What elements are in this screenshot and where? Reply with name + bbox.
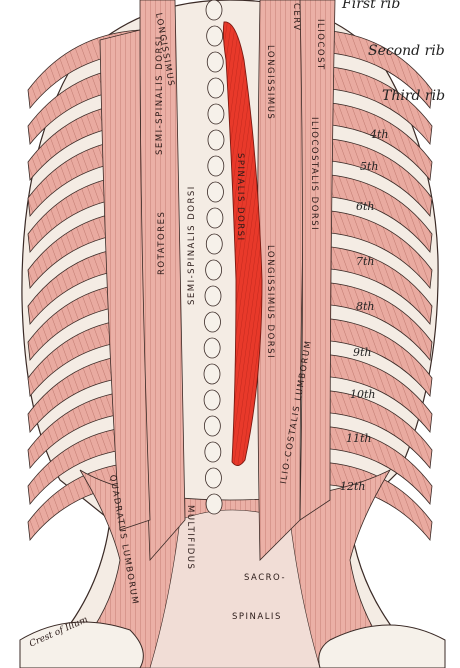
rotatores-label: ROTATORES xyxy=(157,210,167,275)
right-rib-band xyxy=(319,389,433,469)
right-rib-band xyxy=(319,101,433,181)
vertebra xyxy=(207,103,225,125)
second-rib-label: Second rib xyxy=(368,43,445,59)
right-rib-band xyxy=(319,137,433,217)
right-rib-band xyxy=(319,29,433,109)
cervicis-label: CERV xyxy=(291,3,301,32)
iliocostalis-dorsi-label: ILIOCOSTALIS DORSI xyxy=(309,117,319,232)
semispinalis-dorsi-lower-label: SEMI-SPINALIS DORSI xyxy=(187,185,197,305)
right-iliac-crest xyxy=(318,624,446,668)
vertebra xyxy=(207,181,224,203)
vertebra xyxy=(206,51,224,73)
left-rib-band xyxy=(27,389,141,469)
right-rib-band xyxy=(319,425,433,505)
rib-6-label: 6th xyxy=(356,200,375,213)
vertebra xyxy=(206,207,224,229)
vertebra xyxy=(203,389,221,411)
right-rib-band xyxy=(319,209,433,289)
vertebra xyxy=(203,337,221,359)
sacrospinalis-label-2: SPINALIS xyxy=(232,612,282,622)
vertebra xyxy=(207,155,225,177)
right-intercostal-muscles xyxy=(319,29,433,541)
rib-12-label: 12th xyxy=(340,480,366,493)
right-rib-band xyxy=(319,65,433,145)
third-rib-label: Third rib xyxy=(382,88,446,104)
semispinalis-dorsi-label: SEMI-SPINALIS DORSI xyxy=(155,35,165,155)
spinalis-dorsi-label: SPINALIS DORSI xyxy=(235,153,245,242)
vertebra xyxy=(207,129,225,151)
sacrospinalis-label-1: SACRO- xyxy=(244,573,287,583)
vertebra xyxy=(203,415,221,437)
sacral-aponeurosis xyxy=(149,509,321,668)
right-rib-band xyxy=(319,281,433,361)
vertebra xyxy=(203,363,221,385)
longissimus-dorsi-label: LONGISSIMUS DORSI xyxy=(265,245,275,360)
right-rib-band xyxy=(319,353,433,433)
vertebra xyxy=(204,285,222,307)
right-rib-band xyxy=(319,173,433,253)
rib-4-label: 4th xyxy=(370,128,389,141)
vertebra xyxy=(204,441,222,463)
vertebra xyxy=(206,25,224,47)
left-iliac-crest xyxy=(19,621,144,668)
left-iliocostalis-band xyxy=(99,29,151,531)
vertebra xyxy=(205,0,223,21)
first-rib-label: First rib xyxy=(342,0,401,12)
multifidus-label: MULTIFIDUS xyxy=(185,505,195,571)
rib-7-label: 7th xyxy=(356,255,375,268)
vertebra xyxy=(204,311,221,333)
rib-8-label: 8th xyxy=(356,300,375,313)
rib-9-label: 9th xyxy=(353,346,372,359)
spinalis-dorsi-highlight xyxy=(222,21,263,466)
vertebra xyxy=(205,259,223,281)
left-rib-band xyxy=(27,425,141,505)
vertebra xyxy=(205,493,223,515)
vertebral-column xyxy=(203,0,225,515)
rib-5-label: 5th xyxy=(360,160,379,173)
right-iliocostalis-band xyxy=(299,0,336,521)
rib-10-label: 10th xyxy=(350,388,376,401)
rib-11-label: 11th xyxy=(346,432,372,445)
right-rib-band xyxy=(319,317,433,397)
right-rib-band xyxy=(319,245,433,325)
vertebra xyxy=(205,233,223,255)
longissimus-capitis-label: LONGISSIMUS xyxy=(265,45,275,121)
vertebra xyxy=(207,77,225,99)
vertebra xyxy=(205,467,222,489)
iliocostalis-cervicis-label: ILIOCOST xyxy=(315,19,325,71)
